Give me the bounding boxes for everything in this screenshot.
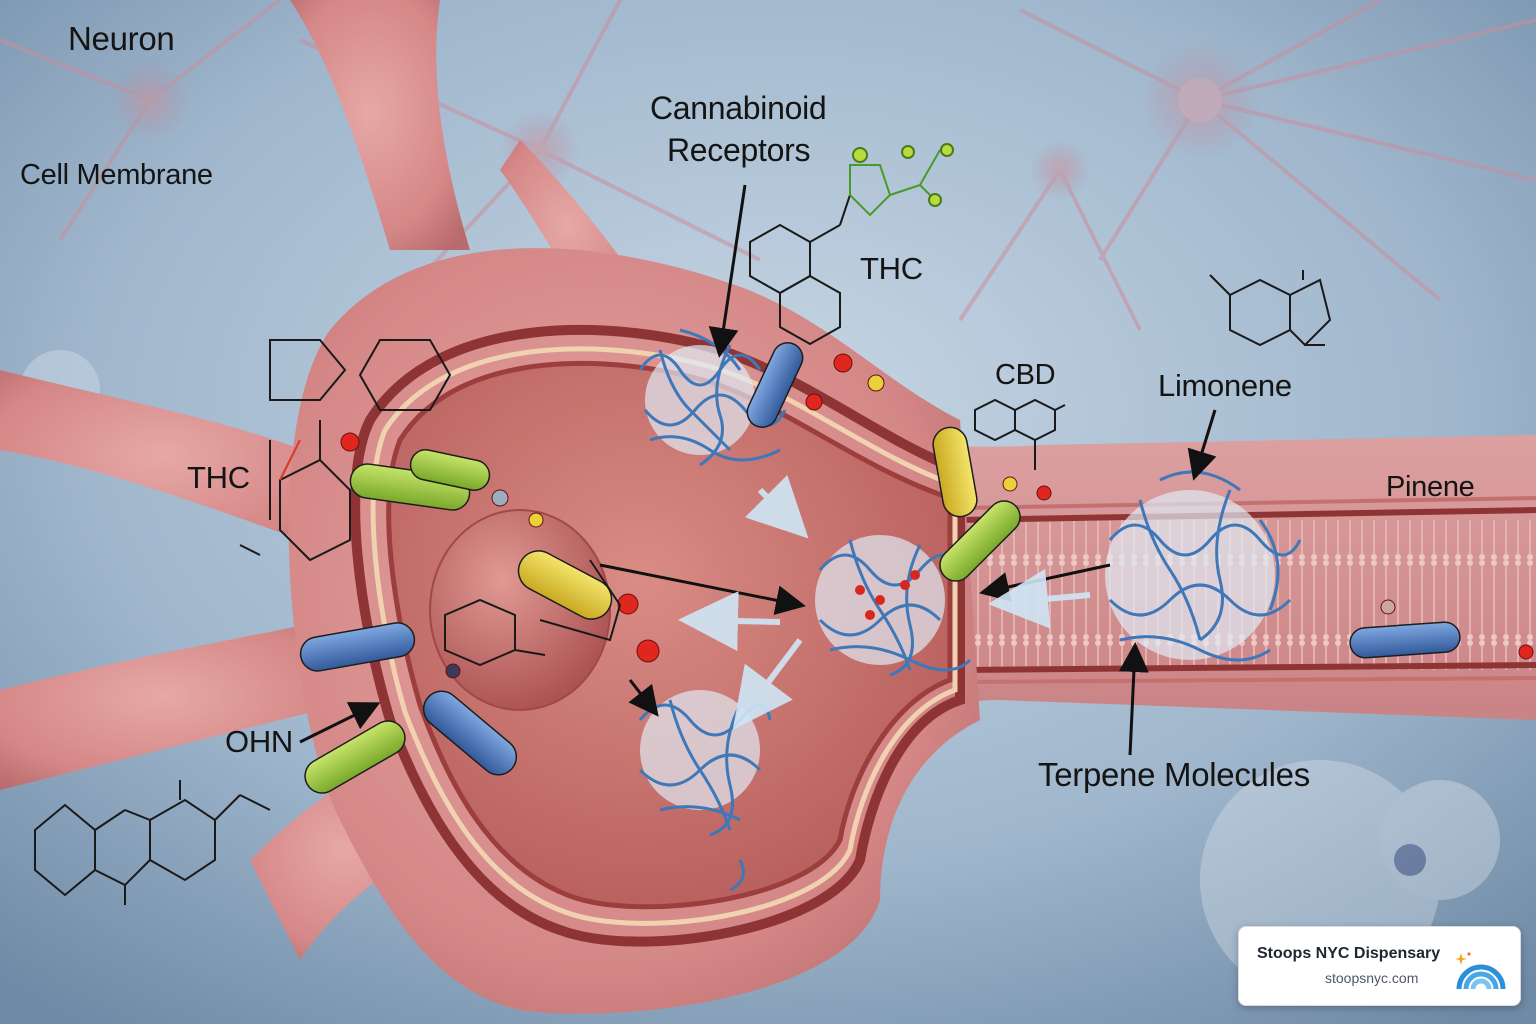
- receptor-cluster: [815, 535, 972, 677]
- rainbow-logo-icon: [1455, 952, 1506, 990]
- receptor-clusters: [638, 328, 1302, 892]
- background-neurons: [0, 0, 1536, 331]
- label-thc-left: THC: [187, 460, 250, 495]
- thc-structure-top: [749, 143, 954, 346]
- label-cbd: CBD: [995, 359, 1056, 391]
- receptor-cluster: [638, 690, 772, 892]
- label-terpene-molecules: Terpene Molecules: [1038, 756, 1310, 793]
- atoms: [340, 353, 1534, 679]
- capsule-molecules: [299, 342, 1461, 794]
- limonene-structure: [1209, 270, 1332, 347]
- flow-arrows: [678, 474, 1091, 730]
- branding-card: Stoops NYC Dispensary stoopsnyc.com: [1238, 926, 1521, 1006]
- bottom-left-structure: [34, 780, 271, 905]
- thc-structure-left: [239, 339, 452, 562]
- label-ohn: OHN: [225, 724, 293, 759]
- cbd-structure: [974, 398, 1066, 470]
- label-limonene: Limonene: [1158, 368, 1292, 403]
- label-neuron: Neuron: [68, 20, 175, 57]
- label-cell-membrane: Cell Membrane: [20, 159, 213, 191]
- annotation-arrows: [299, 184, 1217, 756]
- label-cannabinoid-receptors-line2: Receptors: [667, 132, 811, 168]
- receptor-cluster: [1105, 470, 1302, 662]
- sparkle-icon: [1455, 952, 1471, 965]
- label-cannabinoid-receptors-line1: Cannabinoid: [650, 90, 827, 126]
- cell-body: [288, 248, 980, 1014]
- branding-name: Stoops NYC Dispensary: [1257, 945, 1441, 962]
- label-pinene: Pinene: [1386, 471, 1475, 503]
- chemical-structures: [34, 143, 1332, 905]
- mid-structure: [444, 559, 622, 667]
- branding-url: stoopsnyc.com: [1325, 970, 1419, 986]
- nucleus: [429, 509, 611, 711]
- label-thc-top: THC: [860, 251, 923, 286]
